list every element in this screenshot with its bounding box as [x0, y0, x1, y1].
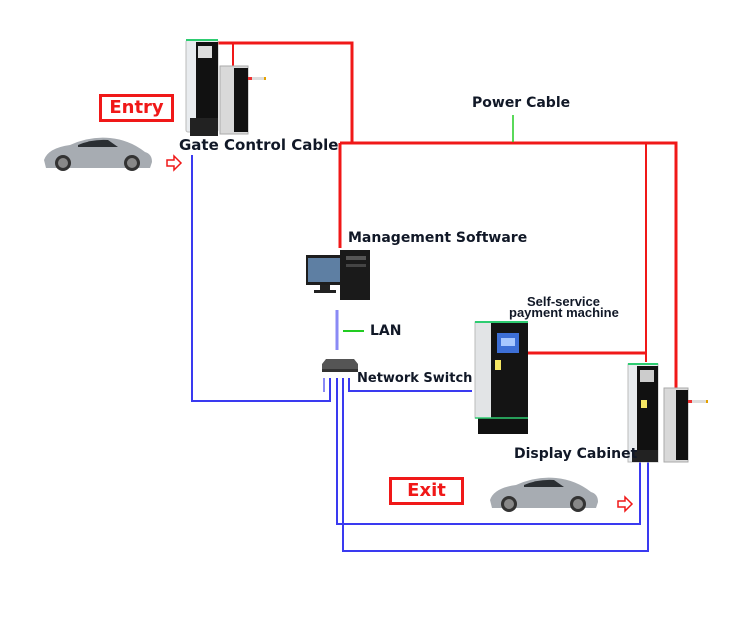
- self-service-label-line1: Self-service: [527, 294, 600, 309]
- management-pc: [306, 250, 370, 300]
- entry-barrier-gate: [219, 65, 266, 135]
- network-cable-exit-2: [342, 378, 649, 552]
- lan-label: LAN: [370, 323, 402, 339]
- exit-car: [490, 477, 598, 512]
- entry-arrow-icon: [166, 154, 183, 172]
- payment-machine: [474, 321, 528, 434]
- power-cables: [217, 41, 678, 390]
- entry-car: [44, 137, 152, 171]
- network-cable-payment: [348, 378, 472, 392]
- exit-label: Exit: [389, 477, 464, 505]
- gate-control-cable-label: Gate Control Cable: [179, 136, 339, 154]
- self-service-label-line2: payment machine: [509, 305, 619, 320]
- network-cables: [191, 155, 649, 552]
- exit-display-cabinet: [627, 363, 659, 463]
- network-cable-entry: [191, 155, 331, 402]
- power-cable-main: [340, 141, 678, 390]
- entry-ticket-dispenser: [185, 39, 219, 136]
- power-cable-entry: [217, 41, 354, 143]
- network-switch: [322, 359, 358, 372]
- exit-barrier-gate: [663, 387, 708, 463]
- management-software-label: Management Software: [348, 230, 528, 246]
- network-switch-label: Network Switch: [357, 371, 473, 386]
- entry-label: Entry: [99, 94, 174, 122]
- power-cable-label: Power Cable: [472, 95, 571, 111]
- display-cabinet-label: Display Cabinet: [514, 446, 638, 462]
- exit-arrow-icon: [617, 495, 634, 513]
- network-cable-exit-1: [336, 378, 641, 525]
